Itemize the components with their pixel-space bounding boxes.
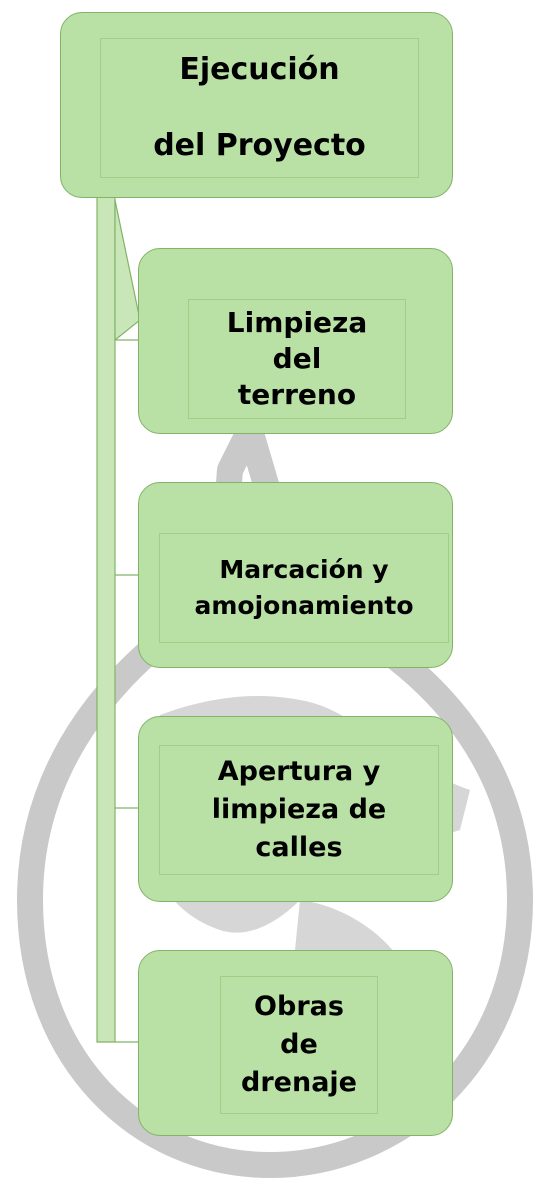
connector-step-1 [114, 199, 141, 342]
root-node-label: Ejecución del Proyecto [153, 52, 366, 163]
connectors [96, 194, 141, 1043]
step-node-4-inner: Obras de drenaje [220, 976, 378, 1114]
watermark-drop-outline [17, 417, 533, 1178]
step-node-4: Obras de drenaje [138, 950, 453, 1136]
step-node-2: Marcación y amojonamiento [138, 482, 453, 668]
step-node-3-inner: Apertura y limpieza de calles [159, 745, 439, 875]
step-node-1-label: Limpieza del terreno [226, 306, 368, 411]
root-node: Ejecución del Proyecto [60, 12, 453, 198]
connector-spine [96, 194, 116, 1043]
step-node-3: Apertura y limpieza de calles [138, 716, 453, 902]
step-node-4-label: Obras de drenaje [241, 991, 357, 1098]
step-node-1: Limpieza del terreno [138, 248, 453, 434]
step-node-2-inner: Marcación y amojonamiento [159, 533, 449, 643]
step-node-3-label: Apertura y limpieza de calles [211, 756, 387, 863]
step-node-1-inner: Limpieza del terreno [188, 299, 406, 419]
root-node-inner: Ejecución del Proyecto [100, 38, 419, 178]
step-node-2-label: Marcación y amojonamiento [194, 555, 414, 620]
